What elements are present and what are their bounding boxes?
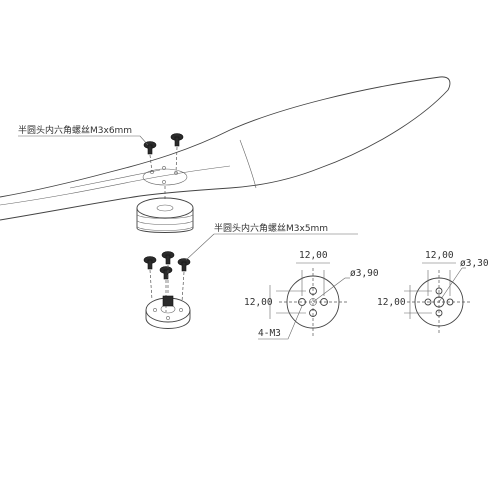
mount-hub-stack xyxy=(136,186,194,233)
right-dim-side: 12,00 xyxy=(377,297,406,308)
left-dim-side: 12,00 xyxy=(244,297,273,308)
screw-icon xyxy=(143,256,157,270)
callout-m3x5-text: 半圆头内六角螺丝M3x5mm xyxy=(214,222,328,234)
callout-m3x6-text: 半圆头内六角螺丝M3x6mm xyxy=(18,124,132,136)
left-dim-top: 12,00 xyxy=(299,250,328,261)
left-dimension-view: 12,00 12,00 ø3,90 4-M3 xyxy=(244,250,379,340)
propeller-blade xyxy=(0,76,451,221)
screw-icon xyxy=(159,266,173,280)
left-thread-note: 4-M3 xyxy=(258,328,281,339)
lower-screws xyxy=(143,251,191,312)
screw-icon xyxy=(161,251,175,265)
right-dim-hole: ø3,30 xyxy=(460,258,489,269)
right-dimension-view: 12,00 12,00 ø3,30 xyxy=(377,250,489,334)
screw-icon xyxy=(143,141,157,155)
top-screws xyxy=(143,133,184,174)
left-dim-hole: ø3,90 xyxy=(350,268,379,279)
callout-m3x6: 半圆头内六角螺丝M3x6mm xyxy=(18,124,149,146)
callout-m3x5: 半圆头内六角螺丝M3x5mm xyxy=(185,222,358,261)
screw-icon xyxy=(177,258,191,272)
right-dim-top: 12,00 xyxy=(425,250,454,261)
base-adapter xyxy=(145,295,191,329)
screw-icon xyxy=(170,133,184,147)
